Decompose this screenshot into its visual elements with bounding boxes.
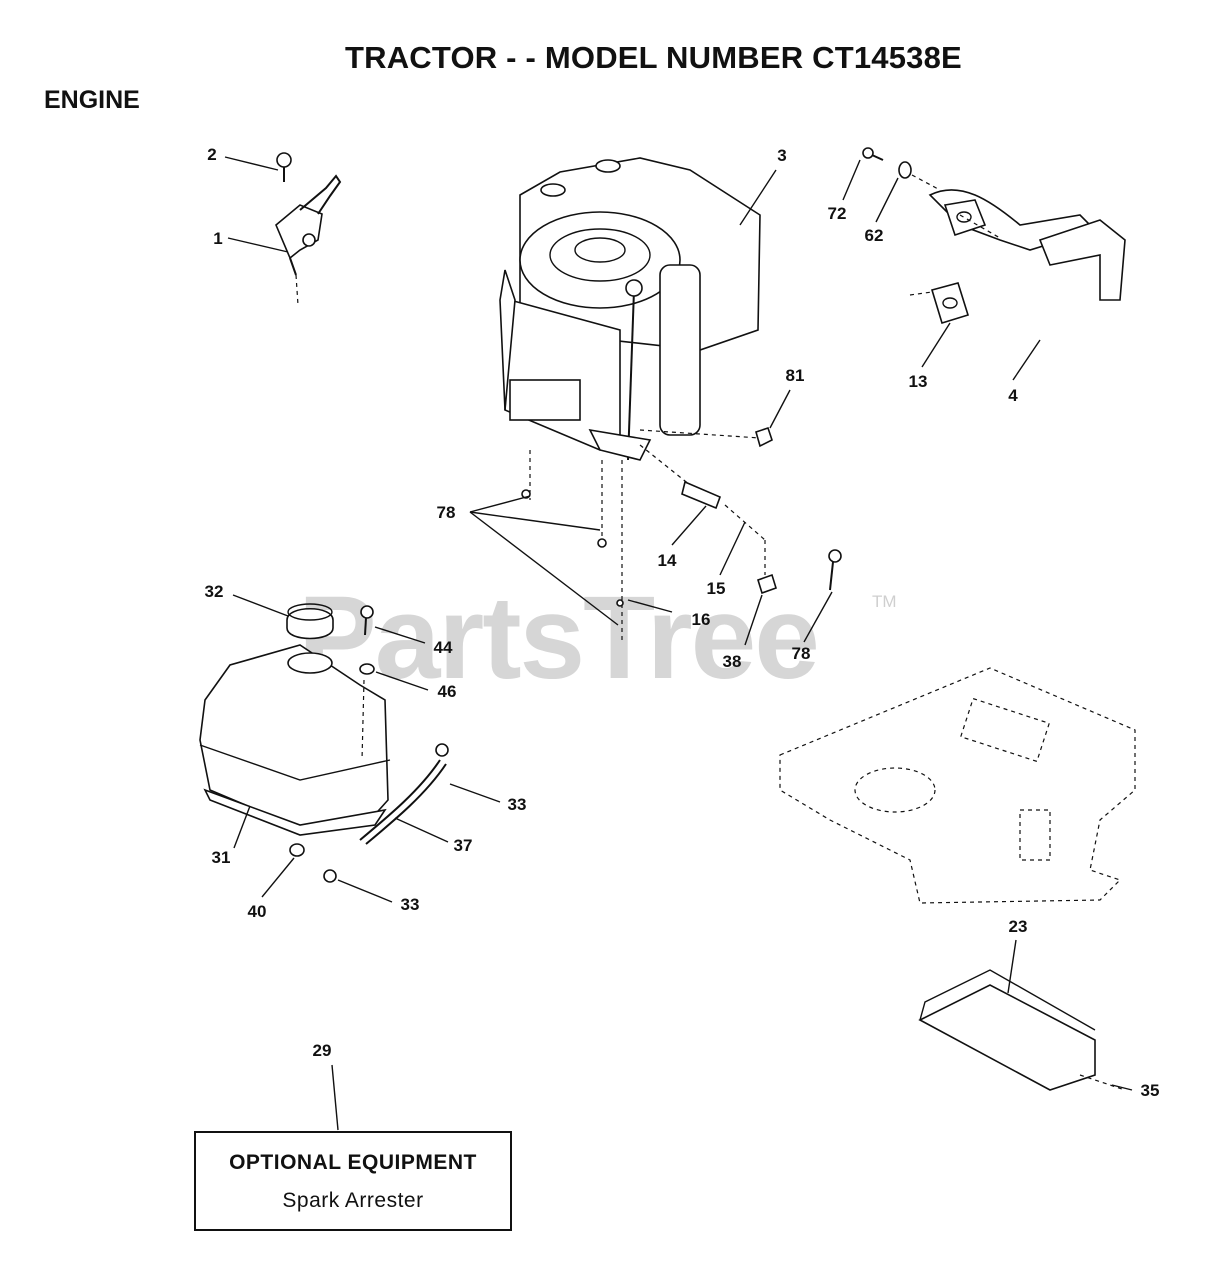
watermark-trademark: TM — [872, 592, 897, 611]
callout-32: 32 — [204, 582, 224, 601]
callout-78-bolt: 78 — [791, 644, 811, 663]
fuel-tank-drawing — [199, 603, 449, 883]
callout-37: 37 — [453, 836, 473, 855]
callout-29: 29 — [312, 1041, 332, 1060]
callout-3: 3 — [777, 146, 787, 165]
callout-14: 14 — [657, 551, 677, 570]
optional-equipment-item: Spark Arrester — [282, 1189, 424, 1212]
callout-72: 72 — [827, 204, 847, 223]
callout-23: 23 — [1008, 917, 1028, 936]
callout-31: 31 — [211, 848, 231, 867]
callout-33-lower: 33 — [400, 895, 420, 914]
callout-46: 46 — [437, 682, 457, 701]
callout-40: 40 — [247, 902, 267, 921]
callout-16: 16 — [691, 610, 711, 629]
callout-13: 13 — [908, 372, 928, 391]
callout-33-upper: 33 — [507, 795, 527, 814]
watermark: PartsTree — [298, 572, 820, 704]
callout-2: 2 — [207, 145, 217, 164]
optional-equipment-box: OPTIONAL EQUIPMENT Spark Arrester — [194, 1131, 512, 1231]
callout-1: 1 — [213, 229, 223, 248]
page-title: TRACTOR - - MODEL NUMBER CT14538E — [345, 40, 962, 75]
fittings-drawing — [521, 426, 842, 607]
callout-44: 44 — [433, 638, 453, 657]
spark-arrester-drawing — [918, 969, 1126, 1091]
frame-drawing — [779, 667, 1136, 904]
muffler-drawing — [862, 147, 1126, 325]
engine-drawing — [499, 157, 766, 640]
callout-62: 62 — [864, 226, 884, 245]
throttle-control-drawing — [275, 152, 342, 306]
callout-38: 38 — [722, 652, 742, 671]
callout-4: 4 — [1008, 386, 1018, 405]
optional-equipment-heading: OPTIONAL EQUIPMENT — [229, 1151, 477, 1174]
callout-81: 81 — [785, 366, 805, 385]
callout-35: 35 — [1140, 1081, 1160, 1100]
callout-78-engine-bolts: 78 — [436, 503, 456, 522]
section-heading: ENGINE — [44, 86, 140, 114]
callout-15: 15 — [706, 579, 726, 598]
leader-lines — [224, 156, 1133, 1131]
